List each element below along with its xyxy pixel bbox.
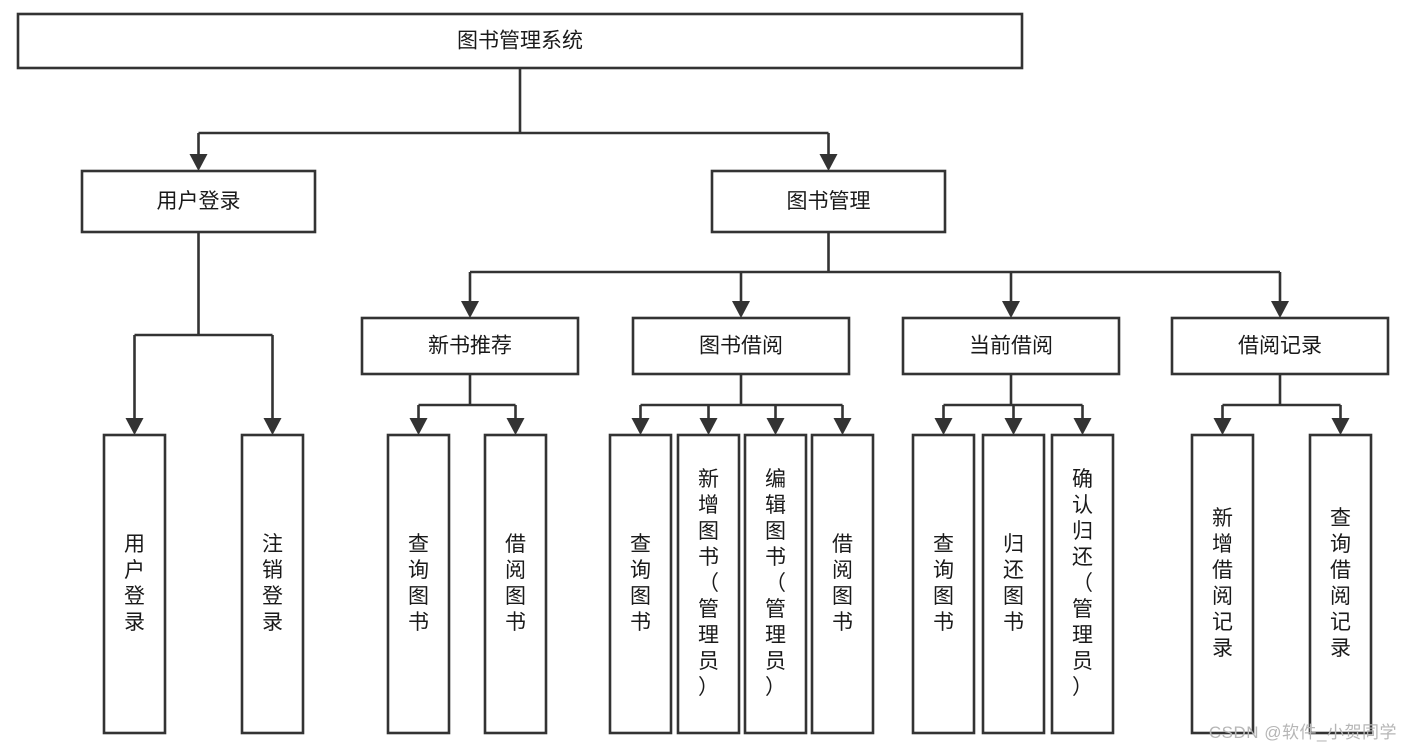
node-bookmgmt[interactable]: 图书管理 bbox=[710, 169, 947, 234]
node-box-current bbox=[901, 316, 1121, 376]
node-box-leaf-query-book-3 bbox=[911, 433, 976, 735]
node-label-current: 当前借阅 bbox=[969, 335, 1053, 358]
node-box-leaf-confirm-return bbox=[1050, 433, 1115, 735]
arrow-head-icon bbox=[1002, 301, 1020, 318]
arrow-head-icon bbox=[1271, 301, 1289, 318]
node-label-leaf-add-record: 新增借阅记录 bbox=[1212, 507, 1233, 660]
node-box-leaf-edit-book bbox=[743, 433, 808, 735]
arrow-head-icon bbox=[1073, 418, 1092, 435]
node-box-leaf-return-book bbox=[981, 433, 1046, 735]
node-leaf-query-book-2[interactable]: 查询图书 bbox=[608, 433, 673, 735]
arrow-head-icon bbox=[1213, 418, 1232, 435]
node-leaf-user-login[interactable]: 用户登录 bbox=[102, 433, 167, 735]
node-label-leaf-user-login: 用户登录 bbox=[124, 533, 145, 634]
node-label-newbook: 新书推荐 bbox=[428, 335, 512, 358]
node-root[interactable]: 图书管理系统 bbox=[16, 12, 1024, 70]
arrow-head-icon bbox=[1331, 418, 1350, 435]
node-box-leaf-add-record bbox=[1190, 433, 1255, 735]
node-label-leaf-borrow-book-1: 借阅图书 bbox=[505, 533, 526, 634]
node-records[interactable]: 借阅记录 bbox=[1170, 316, 1390, 376]
node-newbook[interactable]: 新书推荐 bbox=[360, 316, 580, 376]
arrow-head-icon bbox=[125, 418, 144, 435]
node-box-leaf-user-logout bbox=[240, 433, 305, 735]
arrow-head-icon bbox=[699, 418, 718, 435]
node-current[interactable]: 当前借阅 bbox=[901, 316, 1121, 376]
connector-group-newbook bbox=[409, 374, 525, 435]
node-label-leaf-query-record: 查询借阅记录 bbox=[1330, 507, 1351, 660]
node-box-borrow bbox=[631, 316, 851, 376]
arrow-head-icon bbox=[934, 418, 953, 435]
arrow-head-icon bbox=[732, 301, 750, 318]
node-leaf-query-book-1[interactable]: 查询图书 bbox=[386, 433, 451, 735]
node-box-leaf-query-book-1 bbox=[386, 433, 451, 735]
node-label-leaf-user-logout: 注销登录 bbox=[262, 533, 283, 634]
node-leaf-add-book[interactable]: 新增图书（管理员） bbox=[676, 433, 741, 735]
node-layer: 图书管理系统用户登录图书管理新书推荐图书借阅当前借阅借阅记录用户登录注销登录查询… bbox=[16, 12, 1390, 735]
node-label-leaf-borrow-book-2: 借阅图书 bbox=[832, 533, 853, 634]
connector-layer bbox=[125, 68, 1350, 435]
node-box-leaf-borrow-book-1 bbox=[483, 433, 548, 735]
node-box-bookmgmt bbox=[710, 169, 947, 234]
node-label-root: 图书管理系统 bbox=[457, 30, 583, 53]
node-login[interactable]: 用户登录 bbox=[80, 169, 317, 234]
arrow-head-icon bbox=[461, 301, 479, 318]
connector-group-current bbox=[934, 374, 1092, 435]
arrow-head-icon bbox=[766, 418, 785, 435]
node-borrow[interactable]: 图书借阅 bbox=[631, 316, 851, 376]
arrow-head-icon bbox=[631, 418, 650, 435]
node-leaf-borrow-book-1[interactable]: 借阅图书 bbox=[483, 433, 548, 735]
connector-group-root bbox=[189, 68, 838, 171]
node-leaf-confirm-return[interactable]: 确认归还（管理员） bbox=[1050, 433, 1115, 735]
node-leaf-query-book-3[interactable]: 查询图书 bbox=[911, 433, 976, 735]
node-leaf-add-record[interactable]: 新增借阅记录 bbox=[1190, 433, 1255, 735]
arrow-head-icon bbox=[506, 418, 525, 435]
node-leaf-return-book[interactable]: 归还图书 bbox=[981, 433, 1046, 735]
arrow-head-icon bbox=[263, 418, 282, 435]
arrow-head-icon bbox=[1004, 418, 1023, 435]
arrow-head-icon bbox=[819, 154, 838, 171]
node-label-leaf-confirm-return: 确认归还（管理员） bbox=[1072, 468, 1093, 699]
node-label-bookmgmt: 图书管理 bbox=[787, 190, 871, 213]
node-label-leaf-query-book-2: 查询图书 bbox=[630, 533, 651, 634]
connector-group-bookmgmt bbox=[461, 232, 1289, 318]
node-label-leaf-return-book: 归还图书 bbox=[1003, 533, 1024, 634]
node-leaf-borrow-book-2[interactable]: 借阅图书 bbox=[810, 433, 875, 735]
node-label-leaf-query-book-3: 查询图书 bbox=[933, 533, 954, 634]
arrow-head-icon bbox=[409, 418, 428, 435]
node-label-leaf-edit-book: 编辑图书（管理员） bbox=[765, 468, 786, 699]
node-leaf-user-logout[interactable]: 注销登录 bbox=[240, 433, 305, 735]
node-leaf-query-record[interactable]: 查询借阅记录 bbox=[1308, 433, 1373, 735]
node-box-leaf-borrow-book-2 bbox=[810, 433, 875, 735]
node-label-login: 用户登录 bbox=[157, 190, 241, 213]
node-box-leaf-user-login bbox=[102, 433, 167, 735]
node-box-leaf-query-book-2 bbox=[608, 433, 673, 735]
node-box-newbook bbox=[360, 316, 580, 376]
connector-group-records bbox=[1213, 374, 1350, 435]
node-leaf-edit-book[interactable]: 编辑图书（管理员） bbox=[743, 433, 808, 735]
connector-group-borrow bbox=[631, 374, 852, 435]
node-label-records: 借阅记录 bbox=[1238, 335, 1322, 358]
node-label-leaf-query-book-1: 查询图书 bbox=[408, 533, 429, 634]
connector-group-login bbox=[125, 232, 282, 435]
node-box-records bbox=[1170, 316, 1390, 376]
node-box-login bbox=[80, 169, 317, 234]
node-label-borrow: 图书借阅 bbox=[699, 335, 783, 358]
arrow-head-icon bbox=[189, 154, 208, 171]
node-box-leaf-query-record bbox=[1308, 433, 1373, 735]
node-box-root bbox=[16, 12, 1024, 70]
node-label-leaf-add-book: 新增图书（管理员） bbox=[698, 468, 719, 699]
node-box-leaf-add-book bbox=[676, 433, 741, 735]
arrow-head-icon bbox=[833, 418, 852, 435]
